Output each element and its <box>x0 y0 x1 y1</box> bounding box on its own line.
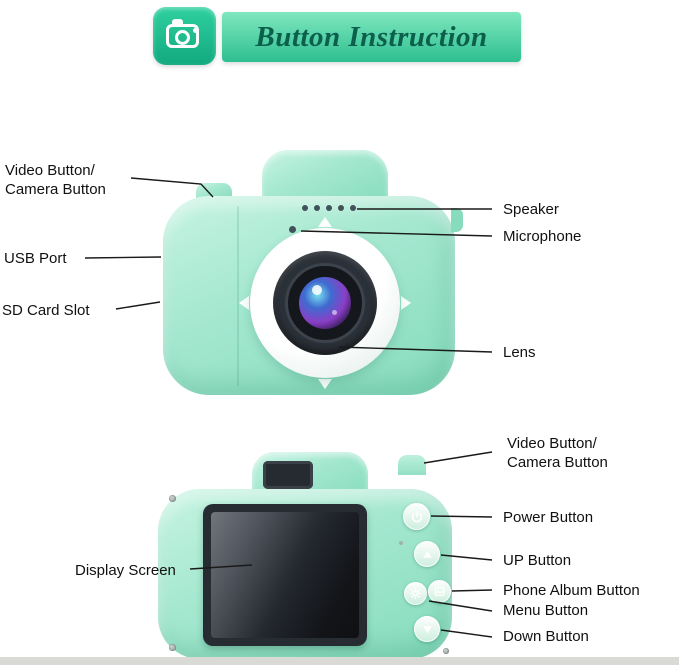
ring-mark-right <box>401 296 411 310</box>
viewfinder-window <box>263 461 313 489</box>
lens-glass <box>299 277 351 329</box>
lens-highlight <box>312 285 322 295</box>
screw <box>443 648 449 654</box>
indicator-dot <box>399 541 403 545</box>
up-button <box>414 541 440 567</box>
ring-mark-top <box>318 217 332 227</box>
label-down-button: Down Button <box>503 628 589 645</box>
camera-icon <box>172 19 183 25</box>
power-icon <box>411 510 422 522</box>
speaker-hole <box>302 205 308 211</box>
gear-icon <box>409 587 422 600</box>
page-title: Button Instruction <box>255 20 488 53</box>
label-speaker: Speaker <box>503 201 559 218</box>
power-button <box>403 503 430 530</box>
connector-phone-album-button <box>451 589 493 592</box>
connector-usb-port <box>84 256 162 259</box>
label-phone-album-button: Phone Album Button <box>503 582 640 599</box>
microphone-hole <box>289 226 296 233</box>
camera-icon-lens <box>175 30 190 45</box>
phone-album-button <box>428 580 451 603</box>
connector-sd-card-slot <box>115 301 161 310</box>
connector-video-button-back <box>423 451 493 464</box>
speaker-hole <box>338 205 344 211</box>
triangle-up-icon <box>422 550 432 558</box>
speaker-hole <box>350 205 356 211</box>
front-grip-seam <box>237 206 239 386</box>
lens-highlight-small <box>332 310 337 315</box>
screw <box>169 644 176 651</box>
camera-icon-flash <box>193 28 198 33</box>
screw <box>169 495 176 502</box>
lens-inner-ring <box>285 263 365 343</box>
label-video-camera-button-front: Video Button/ Camera Button <box>5 162 106 198</box>
label-sd-card-slot: SD Card Slot <box>2 302 90 319</box>
menu-button <box>404 582 427 605</box>
lens-barrel <box>273 251 377 355</box>
triangle-down-icon <box>422 625 432 633</box>
label-up-button: UP Button <box>503 552 572 569</box>
camera-icon-body <box>166 24 199 48</box>
speaker-hole <box>314 205 320 211</box>
photo-album-icon <box>434 587 445 596</box>
label-usb-port: USB Port <box>4 250 67 267</box>
label-display-screen: Display Screen <box>75 562 176 579</box>
label-menu-button: Menu Button <box>503 602 589 619</box>
label-video-camera-button-back: Video Button/ Camera Button <box>507 435 608 471</box>
header-banner: Button Instruction <box>222 12 521 62</box>
down-button <box>414 616 440 642</box>
speaker-holes <box>302 205 356 211</box>
front-strap-lug <box>451 208 463 232</box>
ring-mark-left <box>239 296 249 310</box>
display-screen <box>211 512 359 638</box>
back-shutter-button <box>398 455 426 475</box>
speaker-hole <box>326 205 332 211</box>
lens-ring <box>250 228 400 378</box>
label-power-button: Power Button <box>503 509 594 526</box>
label-microphone: Microphone <box>503 228 582 245</box>
header-icon-tile <box>153 7 216 65</box>
ring-mark-bottom <box>318 379 332 389</box>
image-bottom-edge <box>0 657 679 665</box>
label-lens: Lens <box>503 344 536 361</box>
